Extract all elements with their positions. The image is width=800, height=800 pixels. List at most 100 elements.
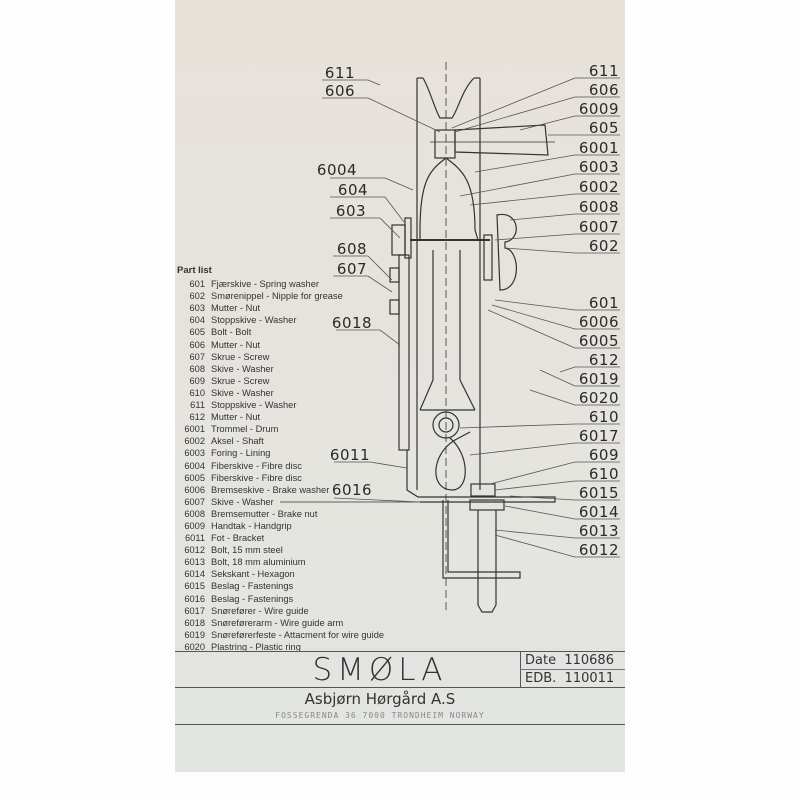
drawing-sheet: 611 606 6004 604 603 608 607 6018 6011 6…: [175, 0, 625, 772]
callout: 6016: [332, 481, 372, 499]
part-number: 6005: [184, 472, 205, 483]
part-list-row: 602 Smørenippel - Nipple for grease: [177, 290, 384, 302]
callout: 610: [589, 408, 619, 426]
callout: 602: [589, 237, 619, 255]
part-number: 603: [189, 303, 205, 314]
part-number: 605: [189, 327, 205, 338]
part-number: 6016: [184, 593, 205, 604]
part-list-row: 604 Stoppskive - Washer: [177, 314, 384, 326]
part-list-row: 605 Bolt - Bolt: [177, 326, 384, 338]
callout: 601: [589, 294, 619, 312]
callout: 605: [589, 119, 619, 137]
part-description: Mutter - Nut: [211, 303, 261, 314]
callout: 6002: [579, 178, 619, 196]
callout: 610: [589, 465, 619, 483]
part-number: 608: [189, 363, 205, 374]
part-description: Sekskant - Hexagon: [211, 569, 295, 580]
callout: 6014: [579, 503, 619, 521]
part-number: 6002: [184, 436, 205, 447]
part-number: 6003: [184, 448, 205, 459]
callout: 611: [325, 64, 355, 82]
callout: 604: [338, 181, 368, 199]
leader-lines: [322, 77, 620, 558]
part-description: Fot - Bracket: [211, 533, 265, 544]
part-description: Bolt - Bolt: [211, 327, 252, 338]
company-address: FOSSEGRENDA 36 7000 TRONDHEIM NORWAY: [275, 711, 485, 720]
part-description: Fjærskive - Spring washer: [211, 279, 319, 290]
part-description: Stoppskive - Washer: [211, 400, 297, 411]
part-description: Smørenippel - Nipple for grease: [211, 291, 343, 302]
part-list-row: 608 Skive - Washer: [177, 363, 384, 375]
callout: 6003: [579, 158, 619, 176]
date-field: Date 110686: [525, 653, 614, 668]
part-description: Handtak - Handgrip: [211, 520, 292, 531]
part-number: 602: [189, 291, 205, 302]
part-description: Plastring - Plastic ring: [211, 641, 301, 652]
date-label: Date: [525, 653, 557, 668]
part-list-row: 6019 Snøreførerfeste - Attacment for wire…: [177, 629, 384, 641]
part-description: Mutter - Nut: [211, 412, 261, 423]
part-description: Stoppskive - Washer: [211, 315, 297, 326]
callout: 6006: [579, 313, 619, 331]
part-description: Bremsemutter - Brake nut: [211, 508, 318, 519]
part-description: Snøreførerfeste - Attacment for wire gui…: [211, 629, 385, 640]
part-description: Mutter - Nut: [211, 339, 261, 350]
part-description: Bremseskive - Brake washer: [211, 484, 330, 495]
callout: 6019: [579, 370, 619, 388]
date-value: 110686: [564, 653, 614, 668]
part-number: 604: [189, 315, 205, 326]
part-number: 610: [189, 387, 205, 398]
part-number: 6012: [184, 545, 205, 556]
part-description: Fiberskive - Fibre disc: [211, 460, 302, 471]
part-number: 6009: [184, 520, 205, 531]
part-description: Skive - Washer: [211, 496, 274, 507]
product-name: SMØLA: [312, 652, 448, 688]
edb-field: EDB. 110011: [525, 671, 614, 686]
callout: 6005: [579, 332, 619, 350]
part-number: 6014: [184, 569, 205, 580]
part-number: 609: [189, 375, 205, 386]
callout: 606: [325, 82, 355, 100]
company-name: Asbjørn Hørgård A.S: [304, 690, 456, 708]
callout: 603: [336, 202, 366, 220]
part-number: 6015: [184, 581, 205, 592]
part-list-row: 603 Mutter - Nut: [177, 302, 384, 314]
part-description: Snøreførerarm - Wire guide arm: [211, 617, 344, 628]
callout: 608: [337, 240, 367, 258]
part-number: 607: [189, 351, 205, 362]
callout: 6018: [332, 314, 372, 332]
callout: 6013: [579, 522, 619, 540]
part-list-row: 6008 Bremsemutter - Brake nut: [177, 508, 384, 520]
part-number: 6019: [184, 629, 205, 640]
callout: 607: [337, 260, 367, 278]
part-number: 6013: [184, 557, 205, 568]
part-number: 6001: [184, 424, 205, 435]
part-list-title: Part list: [177, 265, 212, 276]
callout: 6007: [579, 218, 619, 236]
part-description: Skive - Washer: [211, 363, 274, 374]
right-leaders: [451, 77, 620, 558]
part-list-row: 6009 Handtak - Handgrip: [177, 520, 384, 532]
callout: 609: [589, 446, 619, 464]
part-number: 612: [189, 412, 205, 423]
part-description: Bolt, 18 mm aluminium: [211, 557, 306, 568]
reel-drawing: [280, 62, 556, 613]
callout: 6017: [579, 427, 619, 445]
part-number: 6008: [184, 508, 205, 519]
